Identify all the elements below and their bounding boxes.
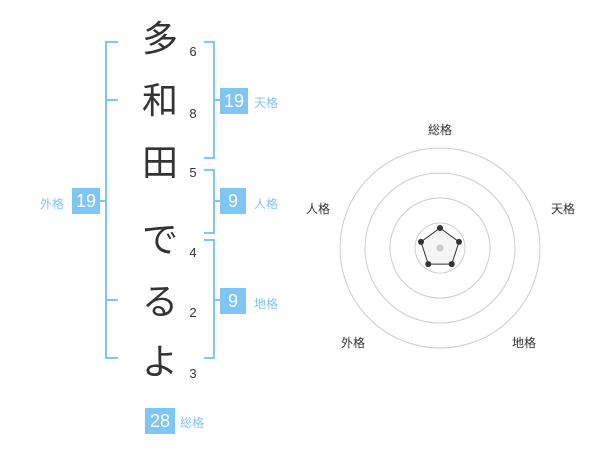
stroke-count: 8 <box>189 106 197 121</box>
tenkaku-label: 天格 <box>254 96 279 110</box>
radar-point-0 <box>437 225 443 231</box>
radar-point-4 <box>417 238 424 245</box>
radar-grid-ring <box>364 172 516 324</box>
chikaku-value: 9 <box>220 288 246 314</box>
chikaku-label: 地格 <box>254 297 279 311</box>
radar-axis-label: 地格 <box>512 336 537 350</box>
radar-point-3 <box>425 261 432 268</box>
gaikaku-label: 外格 <box>40 197 65 211</box>
jinkaku-value: 9 <box>220 188 246 214</box>
name-char: で <box>141 220 178 261</box>
radar-point-1 <box>456 238 463 245</box>
name-char: よ <box>141 342 178 383</box>
name-char: 多 <box>141 19 178 60</box>
radar-axis-label: 天格 <box>551 202 576 216</box>
jinkaku-label: 人格 <box>254 197 279 211</box>
radar-grid-ring <box>414 222 466 274</box>
name-char: 田 <box>141 143 178 184</box>
radar-axis-label: 総格 <box>428 123 453 137</box>
radar-point-2 <box>448 261 455 268</box>
stroke-count: 3 <box>189 366 197 381</box>
radar-axis-label: 人格 <box>306 202 331 216</box>
stroke-count: 4 <box>189 245 197 260</box>
soukaku-value: 28 <box>145 408 175 434</box>
radar-axis-label: 外格 <box>341 336 366 350</box>
stroke-count: 6 <box>189 44 197 59</box>
name-char: 和 <box>141 81 178 122</box>
radar-center-dot <box>436 244 444 252</box>
radar-grid-ring <box>389 197 491 299</box>
soukaku-label: 総格 <box>180 416 205 430</box>
radar-grid-ring <box>339 147 541 349</box>
name-char: る <box>141 282 178 323</box>
stroke-count: 5 <box>189 165 197 180</box>
stroke-count: 2 <box>189 305 197 320</box>
tenkaku-value: 19 <box>220 88 248 114</box>
gaikaku-value: 19 <box>72 188 100 214</box>
